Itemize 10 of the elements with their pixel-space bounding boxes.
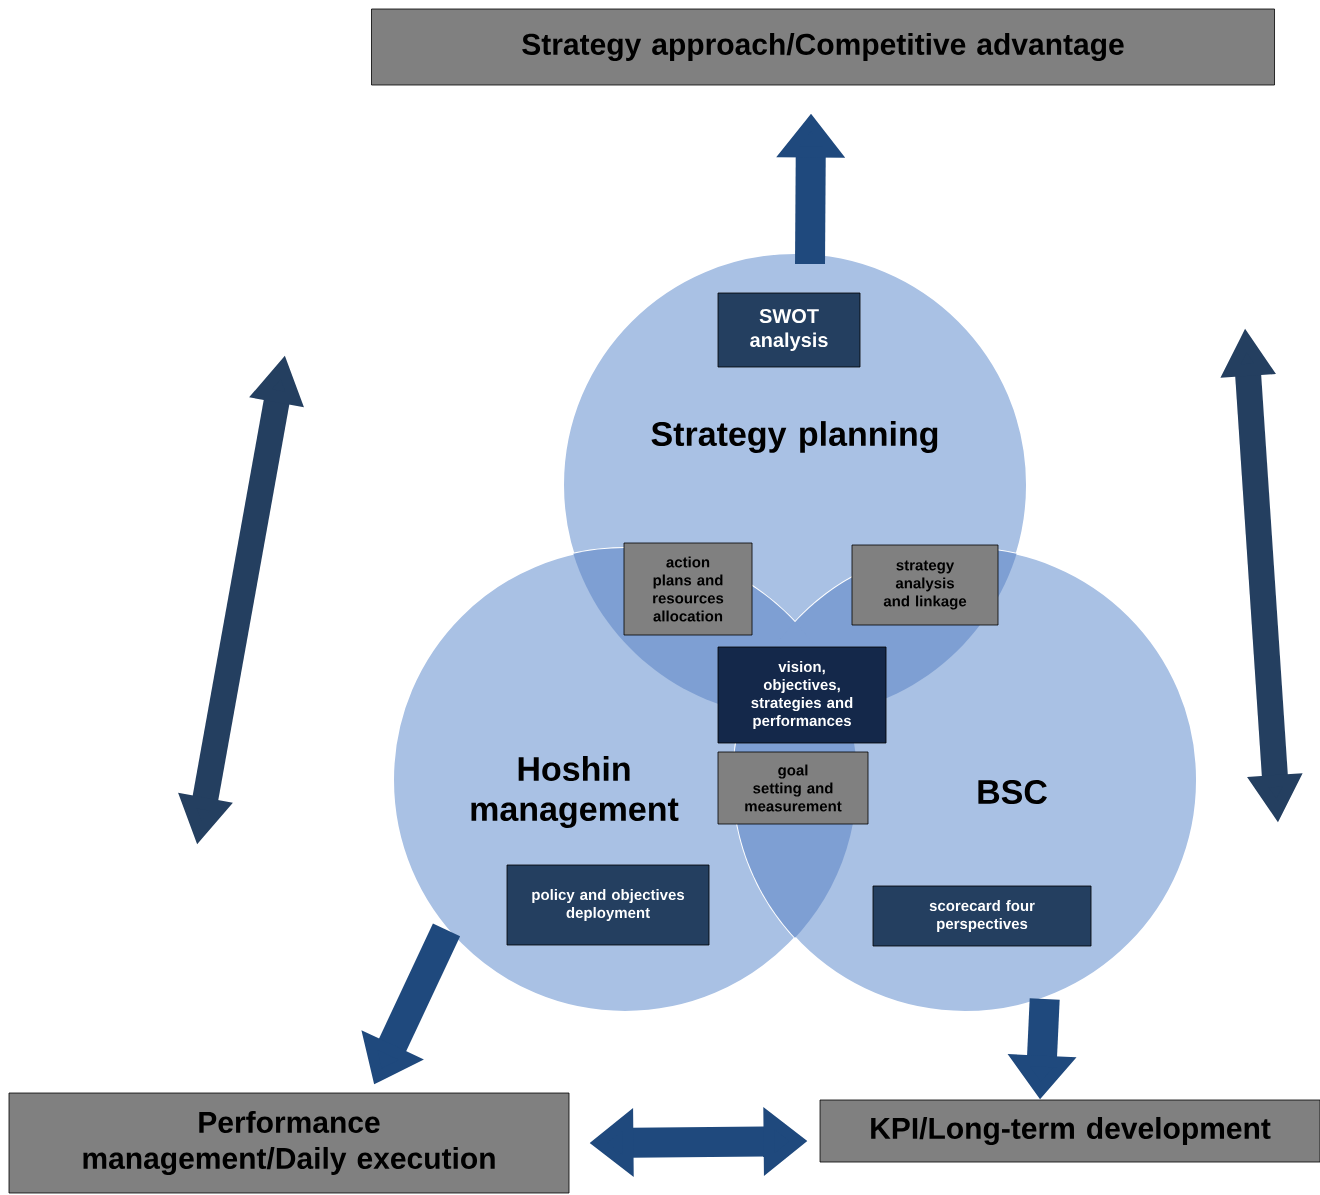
label-box: goal setting and measurement	[717, 751, 869, 825]
heading-box: Performance management/Daily execution	[8, 1092, 570, 1194]
label-box: strategy analysis and linkage	[851, 544, 999, 626]
heading-box: KPI/Long-term development	[819, 1099, 1320, 1163]
label-box: scorecard four perspectives	[872, 885, 1092, 947]
label-box: policy and objectives deployment	[506, 864, 710, 946]
label-box: action plans and resources allocation	[623, 542, 753, 636]
label-box: vision, objectives, strategies and performances	[717, 646, 887, 744]
label-box: SWOT analysis	[717, 292, 861, 368]
heading-box: Strategy approach/Competitive advantage	[371, 8, 1275, 86]
